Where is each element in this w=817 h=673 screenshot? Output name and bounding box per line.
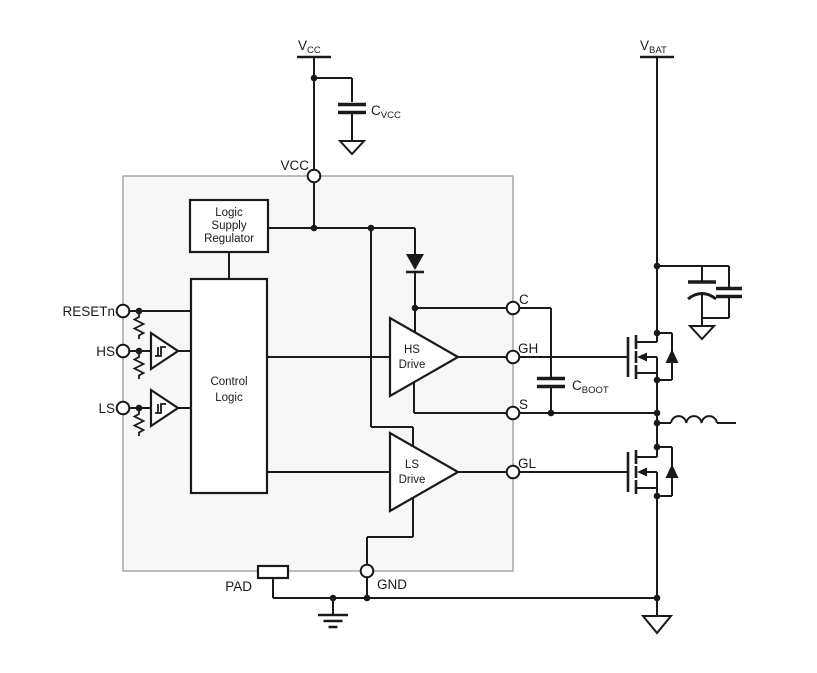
inductor-icon [670, 415, 718, 424]
pin-gnd-label: GND [377, 577, 407, 592]
regulator-label-line3: Regulator [204, 233, 254, 245]
pin-hs-label: HS [96, 344, 115, 359]
capacitor-plates [338, 102, 742, 389]
pin-pad-label: PAD [225, 579, 252, 594]
ls-input-buffer [149, 387, 180, 429]
rail-and-symbol-bars [297, 55, 674, 494]
regulator-label-line2: Supply [211, 220, 246, 232]
polarized-capacitor-curved-plate [687, 292, 717, 301]
ls-drive-buffer [388, 431, 461, 513]
pin-resetn [115, 303, 131, 319]
ground-arrow-icon [640, 615, 674, 635]
logic-supply-regulator-block [188, 198, 270, 254]
ls-drive-label-line1: LS [405, 459, 419, 471]
pin-s [505, 405, 521, 421]
hs-drive-buffer [388, 316, 461, 398]
schmitt-trigger-icon [155, 346, 166, 357]
pin-s-label: S [519, 397, 528, 412]
hs-input-buffer [149, 330, 180, 372]
ground-arrow-icon [687, 325, 717, 341]
vbat-rail-label: VBAT [640, 38, 667, 56]
hs-drive-label-line2: Drive [399, 359, 426, 371]
control-logic-label-line2: Logic [215, 392, 243, 404]
junction-dots [135, 74, 661, 602]
pin-gnd [359, 563, 375, 579]
ls-drive-label-line2: Drive [399, 474, 426, 486]
pin-resetn-label: RESETn [62, 304, 115, 319]
pin-c [505, 300, 521, 316]
pin-gl [505, 464, 521, 480]
hs-mosfet-body-arrow-icon [637, 352, 647, 362]
control-logic-block [189, 277, 269, 495]
control-logic-label-line1: Control [210, 376, 247, 388]
ic-boundary-box [122, 175, 514, 572]
wire [130, 57, 736, 616]
schmitt-trigger-icon [155, 403, 166, 414]
pin-gh [505, 349, 521, 365]
vcc-rail-label: VCC [298, 38, 321, 56]
earth-ground-icon [318, 613, 348, 629]
diode-icon [406, 254, 424, 270]
pin-c-label: C [519, 292, 529, 307]
hs-drive-label-line1: HS [404, 344, 420, 356]
pin-ls-label: LS [98, 401, 115, 416]
ls-mosfet-body-arrow-icon [637, 467, 647, 477]
pin-ls [115, 400, 131, 416]
cvcc-label: CVCC [371, 103, 401, 121]
hs-mosfet-diode-arrow-icon [665, 349, 679, 363]
pin-vcc-label: VCC [280, 158, 309, 173]
pin-gl-label: GL [518, 456, 537, 471]
cboot-label: CBOOT [572, 378, 609, 396]
pad-terminal [256, 564, 290, 580]
pin-hs [115, 343, 131, 359]
pulldown-resistor-icon [132, 314, 146, 436]
ls-mosfet-diode-arrow-icon [665, 464, 679, 478]
pin-vcc [306, 168, 322, 184]
ground-arrow-icon [337, 140, 367, 156]
pin-gh-label: GH [518, 341, 538, 356]
regulator-label-line1: Logic [215, 207, 243, 219]
